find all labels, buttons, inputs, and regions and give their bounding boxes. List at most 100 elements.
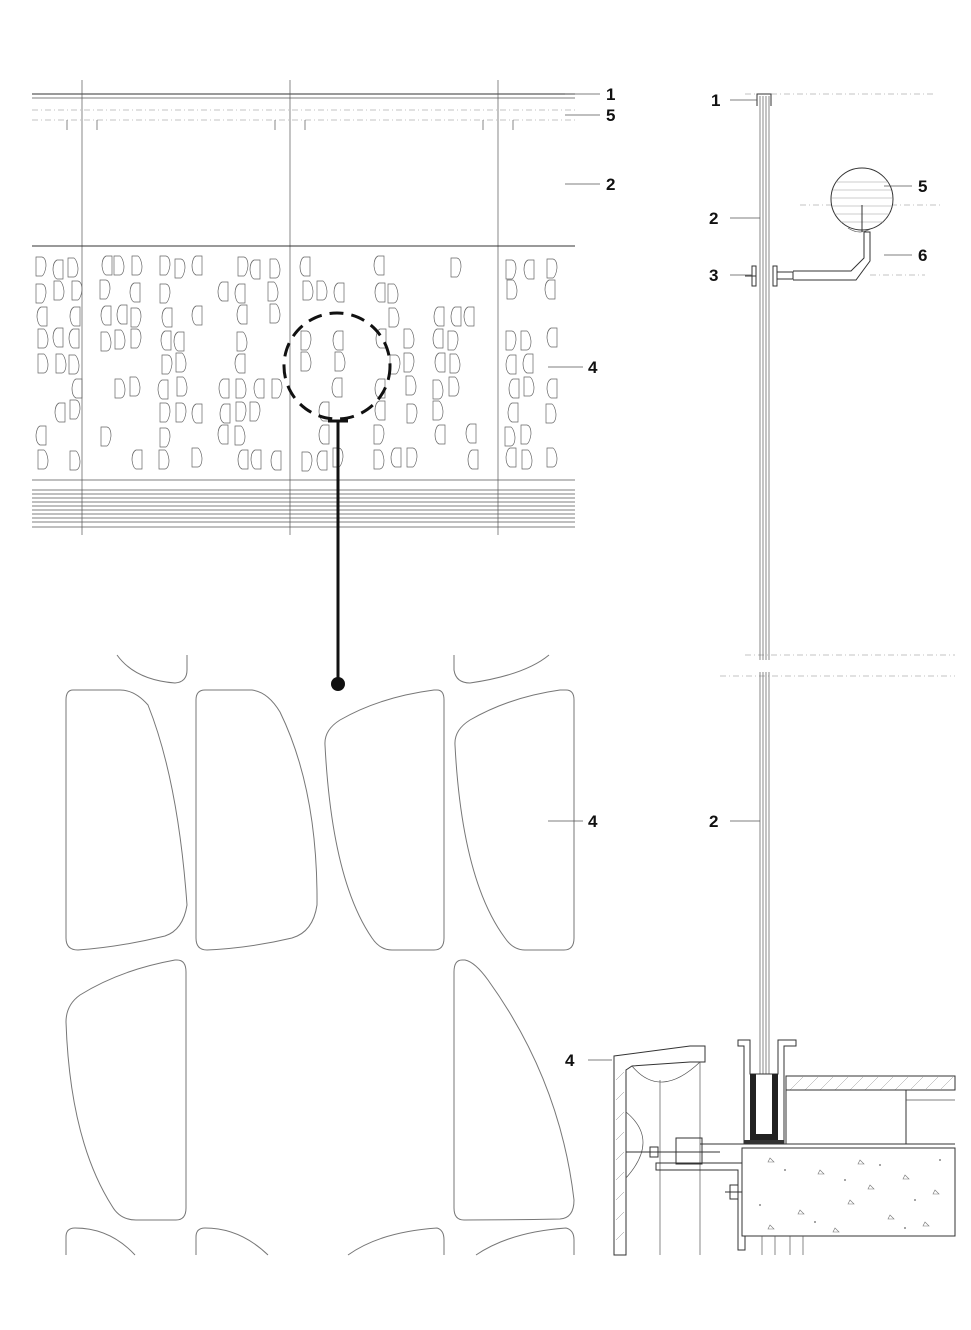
perforation-shape [235,401,247,422]
perforation-shape [159,402,171,423]
perforation-shape [71,378,83,399]
perforation-shape [234,283,246,304]
detail-shape [454,689,575,951]
perforation-shape [403,328,415,349]
perforation-shape [35,425,47,446]
perforation-shape [463,306,475,327]
perforation-shape [270,450,282,471]
perforation-shape [235,378,247,399]
perforation-shape [131,255,143,276]
perforation-shape [191,403,203,424]
perforation-shape [101,255,113,276]
detail-shape [65,959,187,1221]
perforation-shape [217,424,229,445]
elevation-callout-1: 1 [606,85,615,104]
glass-panel-upper [759,96,770,660]
perforation-shape [234,353,246,374]
perforation-shape [161,354,173,375]
perforation-shape [374,282,386,303]
detail-shape-partial [65,1227,136,1256]
perforation-shape [159,427,171,448]
perforation-shape [52,259,64,280]
handrail-brackets [66,120,514,130]
perforation-shape [318,401,330,422]
section-callout-1: 1 [711,91,720,110]
floor-buildup [700,1075,956,1149]
perforation-shape [520,330,532,351]
perforation-shape [332,330,344,351]
perforation-shape [316,280,328,301]
perforation-shape [219,403,231,424]
perforation-shape [114,378,126,399]
perforation-shape [159,283,171,304]
perforation-shape [71,280,83,301]
perforation-shape [406,447,418,468]
perforation-shape [390,447,402,468]
perforation-shape [432,328,444,349]
perforation-shape [114,329,126,350]
perforation-shape [433,306,445,327]
perforation-shape [159,255,171,276]
perforation-shape [546,327,558,348]
perforation-shape [158,449,170,470]
perforation-shape [544,279,556,300]
perforation-shape [318,424,330,445]
perforation-shape [237,256,249,277]
perforation-shape [504,426,516,447]
detail-callout-4: 4 [588,812,598,831]
elevation-callout-2: 2 [606,175,615,194]
perforation-shape [37,328,49,349]
perforation-shape [374,378,386,399]
perforation-shape [37,449,49,470]
base-profile-lines [32,479,575,528]
round-handrail [830,167,894,232]
section-callout-6: 6 [918,246,927,265]
perforation-shape [505,447,517,468]
perforation-shape [434,424,446,445]
perforation-shape [434,352,446,373]
perforation-shape [236,304,248,325]
perforation-shape [129,376,141,397]
detail-shape [65,689,188,951]
perforation-shape [131,449,143,470]
perforation-shape [54,402,66,423]
perforation-shape [448,376,460,397]
perforation-shape [505,330,517,351]
perforation-shape [36,306,48,327]
perforation-shape [100,305,112,326]
perforation-shape [35,283,47,304]
perforation-shape [69,450,81,471]
perforation-shape [269,303,281,324]
perforation-shape [67,257,79,278]
perforation-shape [373,424,385,445]
detail-shape-partial [347,1227,445,1256]
perforation-shape [334,351,346,372]
perforation-shape [267,281,279,302]
detail-reference-circle [282,311,392,421]
perforation-shape [301,451,313,472]
perforation-shape [332,447,344,468]
base-channel [737,1039,797,1145]
perforation-shape [130,328,142,349]
perforation-shape [176,376,188,397]
perforation-shape [299,256,311,277]
railing-section: 1 2 5 3 6 2 4 [565,91,956,1256]
perforation-shape [234,425,246,446]
perforation-shape [389,354,401,375]
section-callout-2-upper: 2 [709,209,718,228]
perforation-shape [191,447,203,468]
detail-leader-dot [331,677,345,691]
perforation-shape [302,280,314,301]
perforation-shape [545,403,557,424]
perforation-shape [68,354,80,375]
glass-fixing [745,265,794,287]
perforation-shape [405,375,417,396]
perforation-shape [387,283,399,304]
perforation-shape [520,424,532,445]
perforation-shape [375,328,387,349]
perforation-shape [505,354,517,375]
perforation-shape [374,400,386,421]
perforation-shape [523,376,535,397]
detail-shape-partial [116,654,188,684]
